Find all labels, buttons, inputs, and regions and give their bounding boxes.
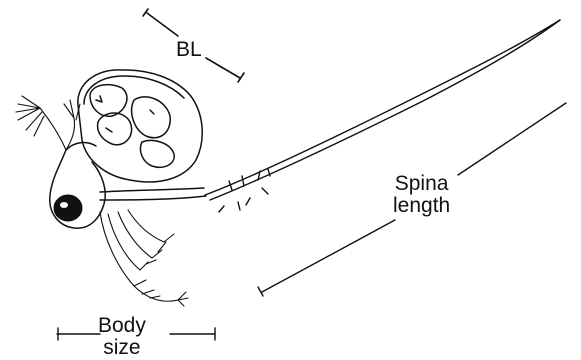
body-label-line2: size <box>98 337 146 359</box>
bl-label: BL <box>176 39 202 61</box>
legs <box>100 210 188 306</box>
tail-spine <box>205 20 560 212</box>
body-label-line1: Body <box>98 315 146 337</box>
compound-eye <box>54 195 82 221</box>
body-size-label: Body size <box>98 315 146 359</box>
antennae <box>16 96 80 150</box>
spina-length-label: Spina length <box>393 173 450 217</box>
spina-label-line1: Spina <box>393 173 450 195</box>
spina-label-line2: length <box>393 195 450 217</box>
carapace <box>78 70 202 182</box>
